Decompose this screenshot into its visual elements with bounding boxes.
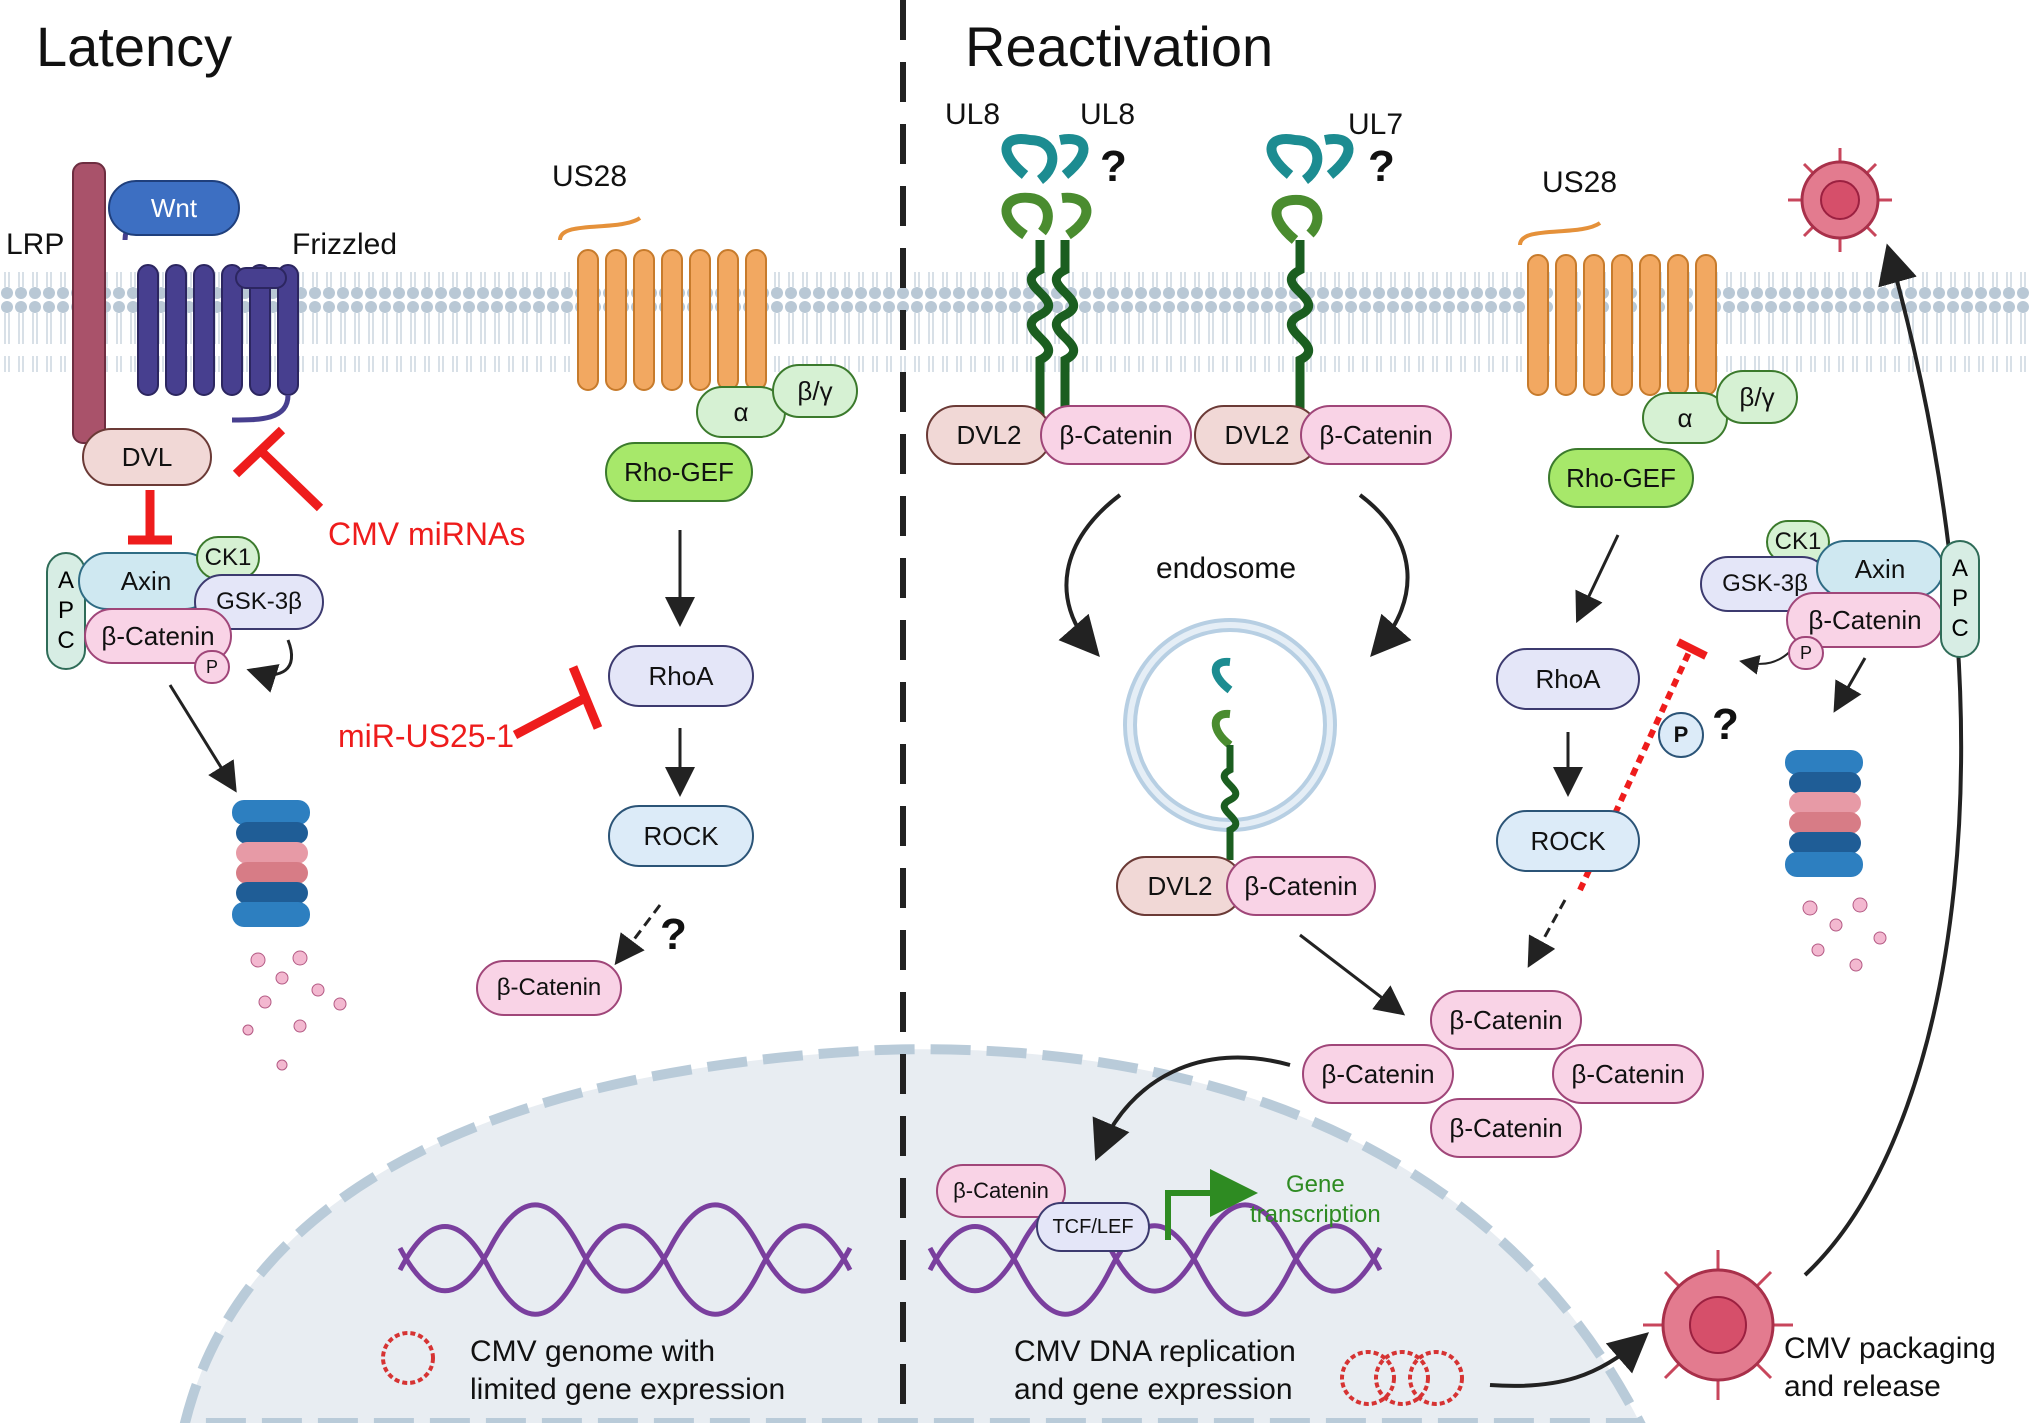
dna-helix-left	[397, 1202, 853, 1317]
us28-label-left: US28	[552, 160, 628, 193]
packaging-caption: CMV packaging and release	[1784, 1330, 1996, 1406]
caption-line: CMV packaging	[1784, 1332, 1996, 1365]
gsk3b-node-right: GSK-3β	[1700, 556, 1830, 612]
question-phospho: ?	[1712, 700, 1739, 749]
apc-letter: C	[1951, 615, 1969, 642]
proteasome-left	[232, 800, 347, 1071]
apc-letter: P	[1951, 585, 1968, 612]
caption-line: and gene expression	[1014, 1373, 1293, 1406]
lrp-label: LRP	[6, 228, 65, 261]
g-alpha-node-right: α	[1642, 392, 1728, 444]
us28-receptor-left	[558, 216, 767, 391]
us28-label-right: US28	[1542, 166, 1618, 199]
caption-line: Gene	[1286, 1171, 1345, 1198]
cmv-virion-bottom	[1643, 1250, 1793, 1400]
ul8-receptor-complex	[1001, 134, 1092, 450]
caption-line: limited gene expression	[470, 1373, 786, 1406]
cmv-mirnas-label: CMV miRNAs	[328, 516, 526, 552]
ul7-label: UL7	[1348, 108, 1404, 141]
apc-letter: A	[1951, 555, 1968, 582]
beta-catenin-free: β-Catenin	[476, 960, 622, 1016]
caption-line: and release	[1784, 1370, 1941, 1403]
us28-receptor-right	[1518, 221, 1717, 396]
bcat-complex-right: β-Catenin	[1786, 592, 1944, 648]
ul8-label-b: UL8	[1080, 98, 1136, 131]
transcription-arrow	[1165, 1169, 1258, 1240]
latency-title: Latency	[36, 15, 233, 78]
rhoa-node: RhoA	[608, 645, 754, 707]
endosome-receptor	[1211, 657, 1240, 860]
g-beta-gamma-node: β/γ	[772, 364, 858, 418]
frizzled-label: Frizzled	[292, 228, 398, 261]
question-mark: ?	[660, 910, 687, 959]
bcat-pool-4: β-Catenin	[1430, 1098, 1582, 1158]
dvl2-a: DVL2	[926, 405, 1052, 465]
cmv-episome-left	[381, 1331, 435, 1385]
caption-line: CMV genome with	[470, 1335, 716, 1368]
gene-transcription-label: Gene transcription	[1250, 1170, 1381, 1230]
axin-node-right: Axin	[1816, 540, 1944, 598]
phospho-p: P	[194, 650, 230, 684]
question-ul7: ?	[1368, 142, 1395, 191]
dna-helix-right	[927, 1202, 1383, 1317]
reactivation-title: Reactivation	[965, 15, 1274, 78]
cmv-episomes-right	[1340, 1350, 1464, 1406]
ul8-label-a: UL8	[945, 98, 1001, 131]
caption-line: transcription	[1250, 1201, 1381, 1228]
caption-line: CMV DNA replication	[1014, 1335, 1296, 1368]
mir-us25-label: miR-US25-1	[338, 718, 515, 754]
ck1-node: CK1	[196, 536, 260, 580]
apc-letter: A	[57, 567, 74, 594]
rho-gef-node-right: Rho-GEF	[1548, 448, 1694, 508]
cmv-virion-top	[1788, 148, 1892, 252]
apc-letter: P	[57, 597, 74, 624]
gsk3b-node: GSK-3β	[194, 574, 324, 630]
bcat-pool-2: β-Catenin	[1302, 1044, 1454, 1104]
reactivation-arrows	[1058, 243, 1964, 1388]
lrp-coreceptor	[72, 162, 106, 444]
inhibition-bars	[128, 426, 603, 739]
bcat-b: β-Catenin	[1300, 405, 1452, 465]
rock-node: ROCK	[608, 805, 754, 867]
tcf-lef-node: TCF/LEF	[1036, 1202, 1150, 1252]
bcat-pool-1: β-Catenin	[1430, 990, 1582, 1050]
latency-arrows	[168, 530, 695, 966]
dvl2-c: DVL2	[1116, 856, 1244, 916]
dvl2-b: DVL2	[1194, 405, 1320, 465]
genome-caption: CMV genome with limited gene expression	[470, 1333, 785, 1409]
apc-right: A P C	[1940, 540, 1980, 658]
ul7-receptor	[1266, 134, 1354, 450]
dvl-node: DVL	[82, 428, 212, 486]
nucleus	[179, 1044, 1646, 1423]
bcat-c: β-Catenin	[1226, 856, 1376, 916]
phospho-circle: P	[1658, 712, 1704, 758]
endosome-label: endosome	[1156, 552, 1297, 585]
g-beta-gamma-right: β/γ	[1716, 370, 1798, 424]
frizzled-receptor	[122, 214, 299, 423]
rho-gef-node: Rho-GEF	[605, 442, 753, 502]
wnt-ligand: Wnt	[108, 180, 240, 236]
rock-node-right: ROCK	[1496, 810, 1640, 872]
nuclear-bcat: β-Catenin	[936, 1164, 1066, 1218]
bcat-pool-3: β-Catenin	[1552, 1044, 1704, 1104]
proteasome-right	[1785, 750, 1887, 972]
replication-caption: CMV DNA replication and gene expression	[1014, 1333, 1296, 1409]
apc-letter: C	[57, 627, 75, 654]
plasma-membrane	[0, 272, 2030, 372]
bcat-a: β-Catenin	[1040, 405, 1192, 465]
question-ul8: ?	[1100, 142, 1127, 191]
rhoa-node-right: RhoA	[1496, 648, 1640, 710]
phospho-p-right: P	[1788, 636, 1824, 670]
